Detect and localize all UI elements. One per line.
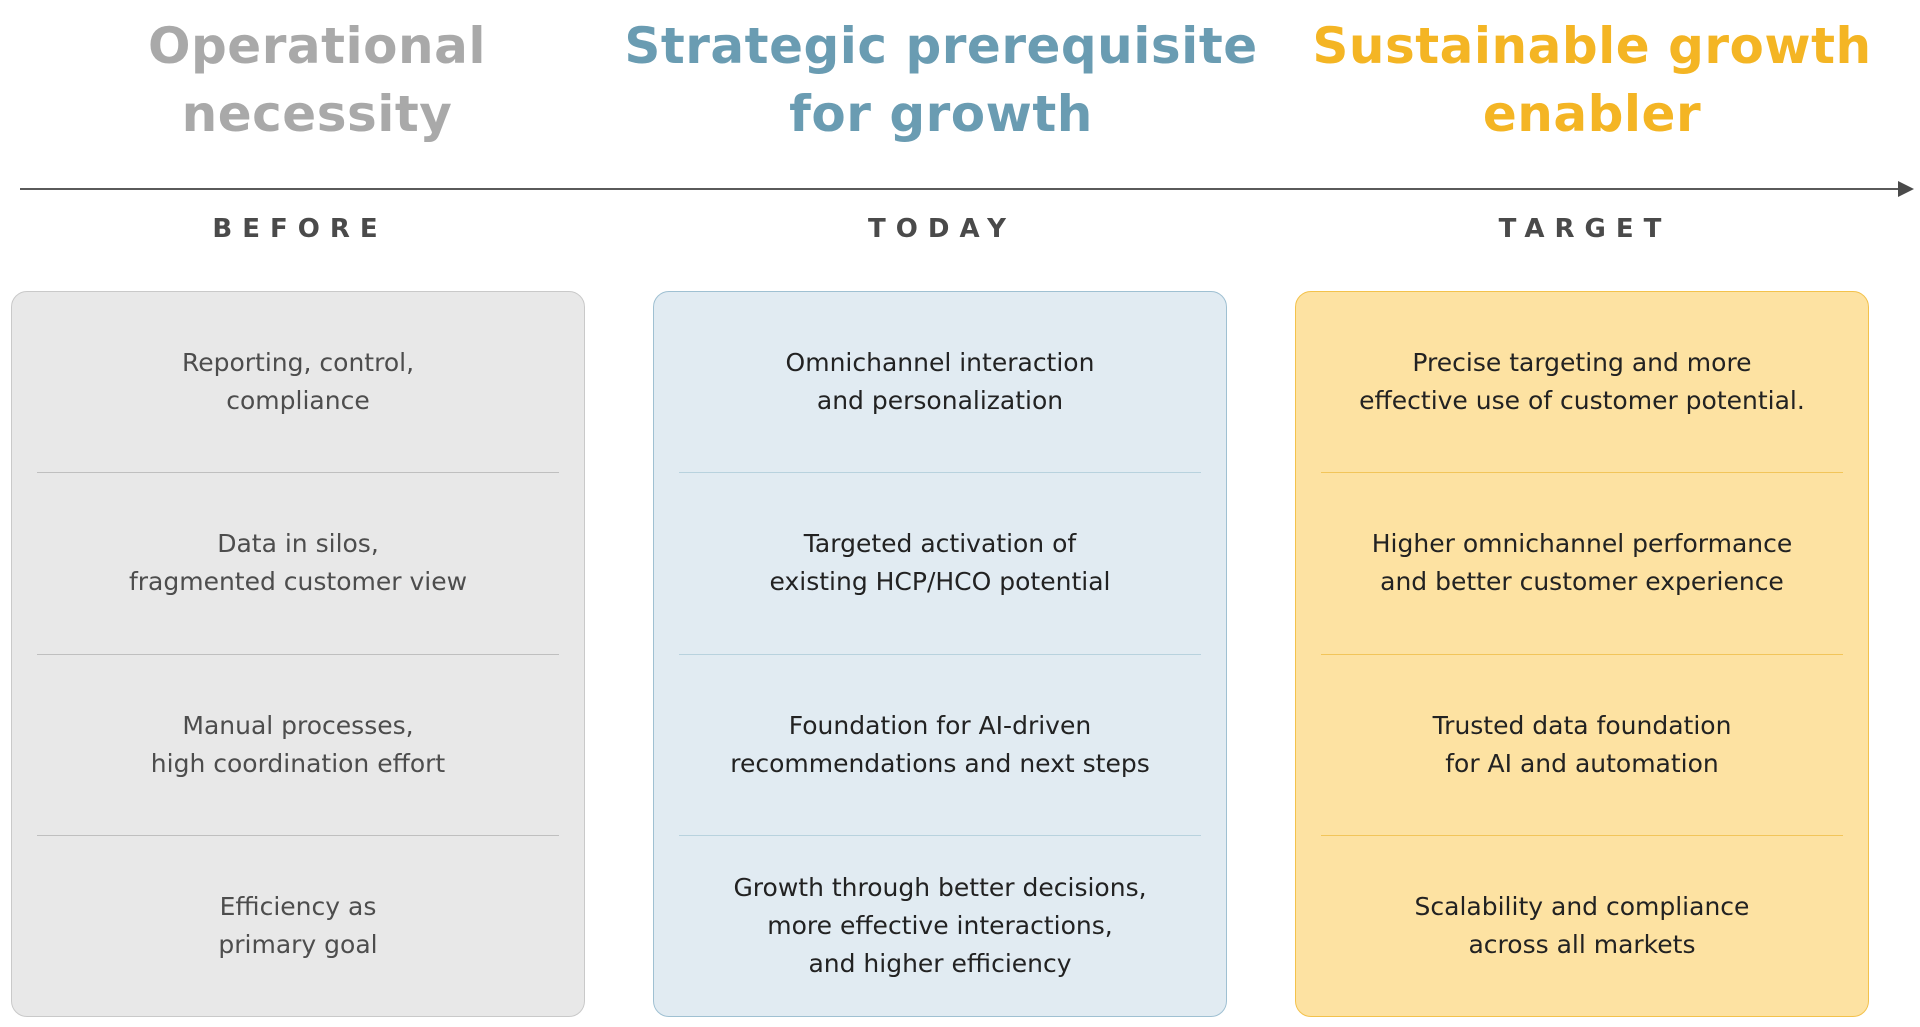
card-item: Omnichannel interaction and personalizat… bbox=[679, 292, 1201, 474]
card-item: Precise targeting and more effective use… bbox=[1321, 292, 1843, 474]
card-today: Omnichannel interaction and personalizat… bbox=[653, 291, 1227, 1017]
card-item: Data in silos, fragmented customer view bbox=[37, 473, 559, 655]
card-item: Scalability and compliance across all ma… bbox=[1414, 891, 1750, 959]
card-item: Growth through better decisions, more ef… bbox=[733, 872, 1147, 978]
card-item: Trusted data foundation for AI and autom… bbox=[1321, 655, 1843, 836]
card-item: Manual processes, high coordination effo… bbox=[37, 655, 559, 836]
arrow-right-icon bbox=[1898, 181, 1914, 197]
stage-label-today: TODAY bbox=[868, 214, 1016, 244]
card-item: Targeted activation of existing HCP/HCO … bbox=[679, 473, 1201, 655]
card-item: Reporting, control, compliance bbox=[37, 292, 559, 474]
card-before: Reporting, control, compliance Data in s… bbox=[11, 291, 585, 1017]
stage-label-target: TARGET bbox=[1498, 214, 1672, 244]
card-item: Foundation for AI-driven recommendations… bbox=[679, 655, 1201, 836]
card-item: Efficiency as primary goal bbox=[218, 891, 378, 959]
stage-label-before: BEFORE bbox=[212, 214, 388, 244]
column-title-operational-necessity: Operational necessity bbox=[148, 17, 486, 143]
column-title-sustainable-growth: Sustainable growth enabler bbox=[1312, 17, 1872, 143]
card-item: Higher omnichannel performance and bette… bbox=[1321, 473, 1843, 655]
timeline-axis bbox=[20, 188, 1906, 190]
column-title-strategic-prerequisite: Strategic prerequisite for growth bbox=[624, 17, 1258, 143]
card-target: Precise targeting and more effective use… bbox=[1295, 291, 1869, 1017]
